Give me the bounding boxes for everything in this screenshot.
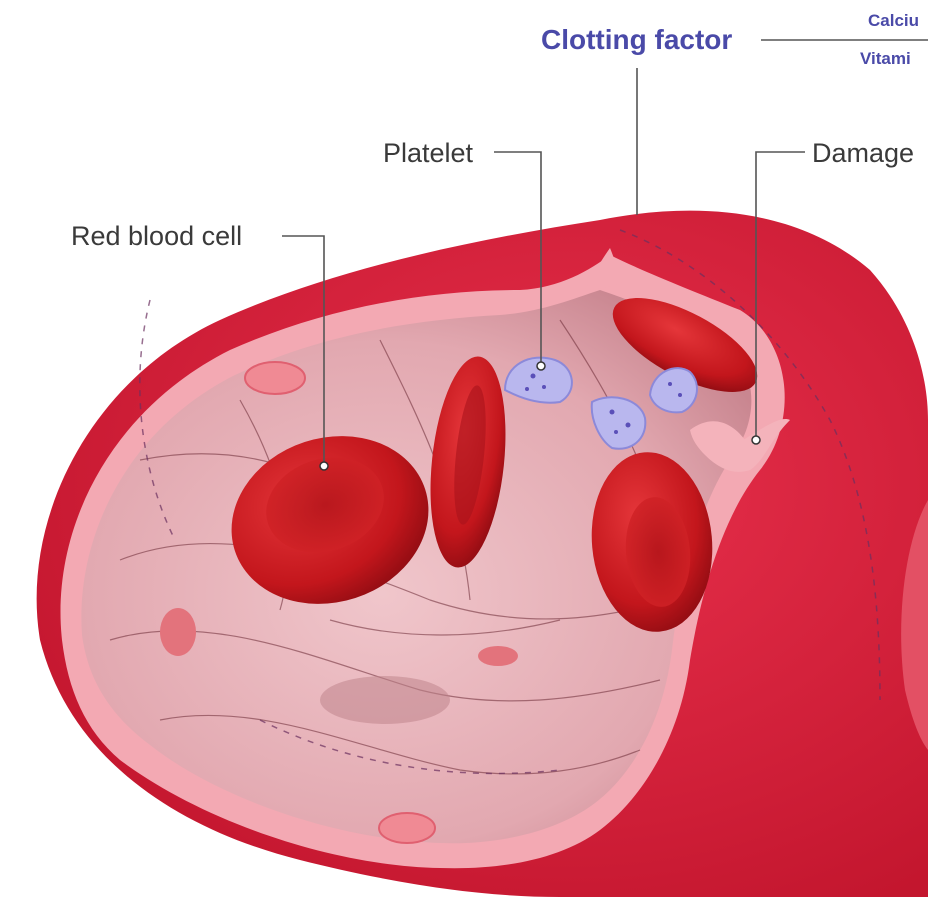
- calcium-label: Calciu: [868, 12, 919, 29]
- clotting-factor-label: Clotting factor: [541, 26, 732, 54]
- lumen-cell: [478, 646, 518, 666]
- lumen-cell: [160, 608, 196, 656]
- rim-cell: [245, 362, 305, 394]
- vitamin-label: Vitami: [860, 50, 911, 67]
- lumen-shadow: [320, 676, 450, 724]
- damage-label: Damage: [812, 140, 914, 167]
- red-blood-cell-label: Red blood cell: [71, 223, 242, 250]
- platelet-label: Platelet: [383, 140, 473, 167]
- rim-cell: [379, 813, 435, 843]
